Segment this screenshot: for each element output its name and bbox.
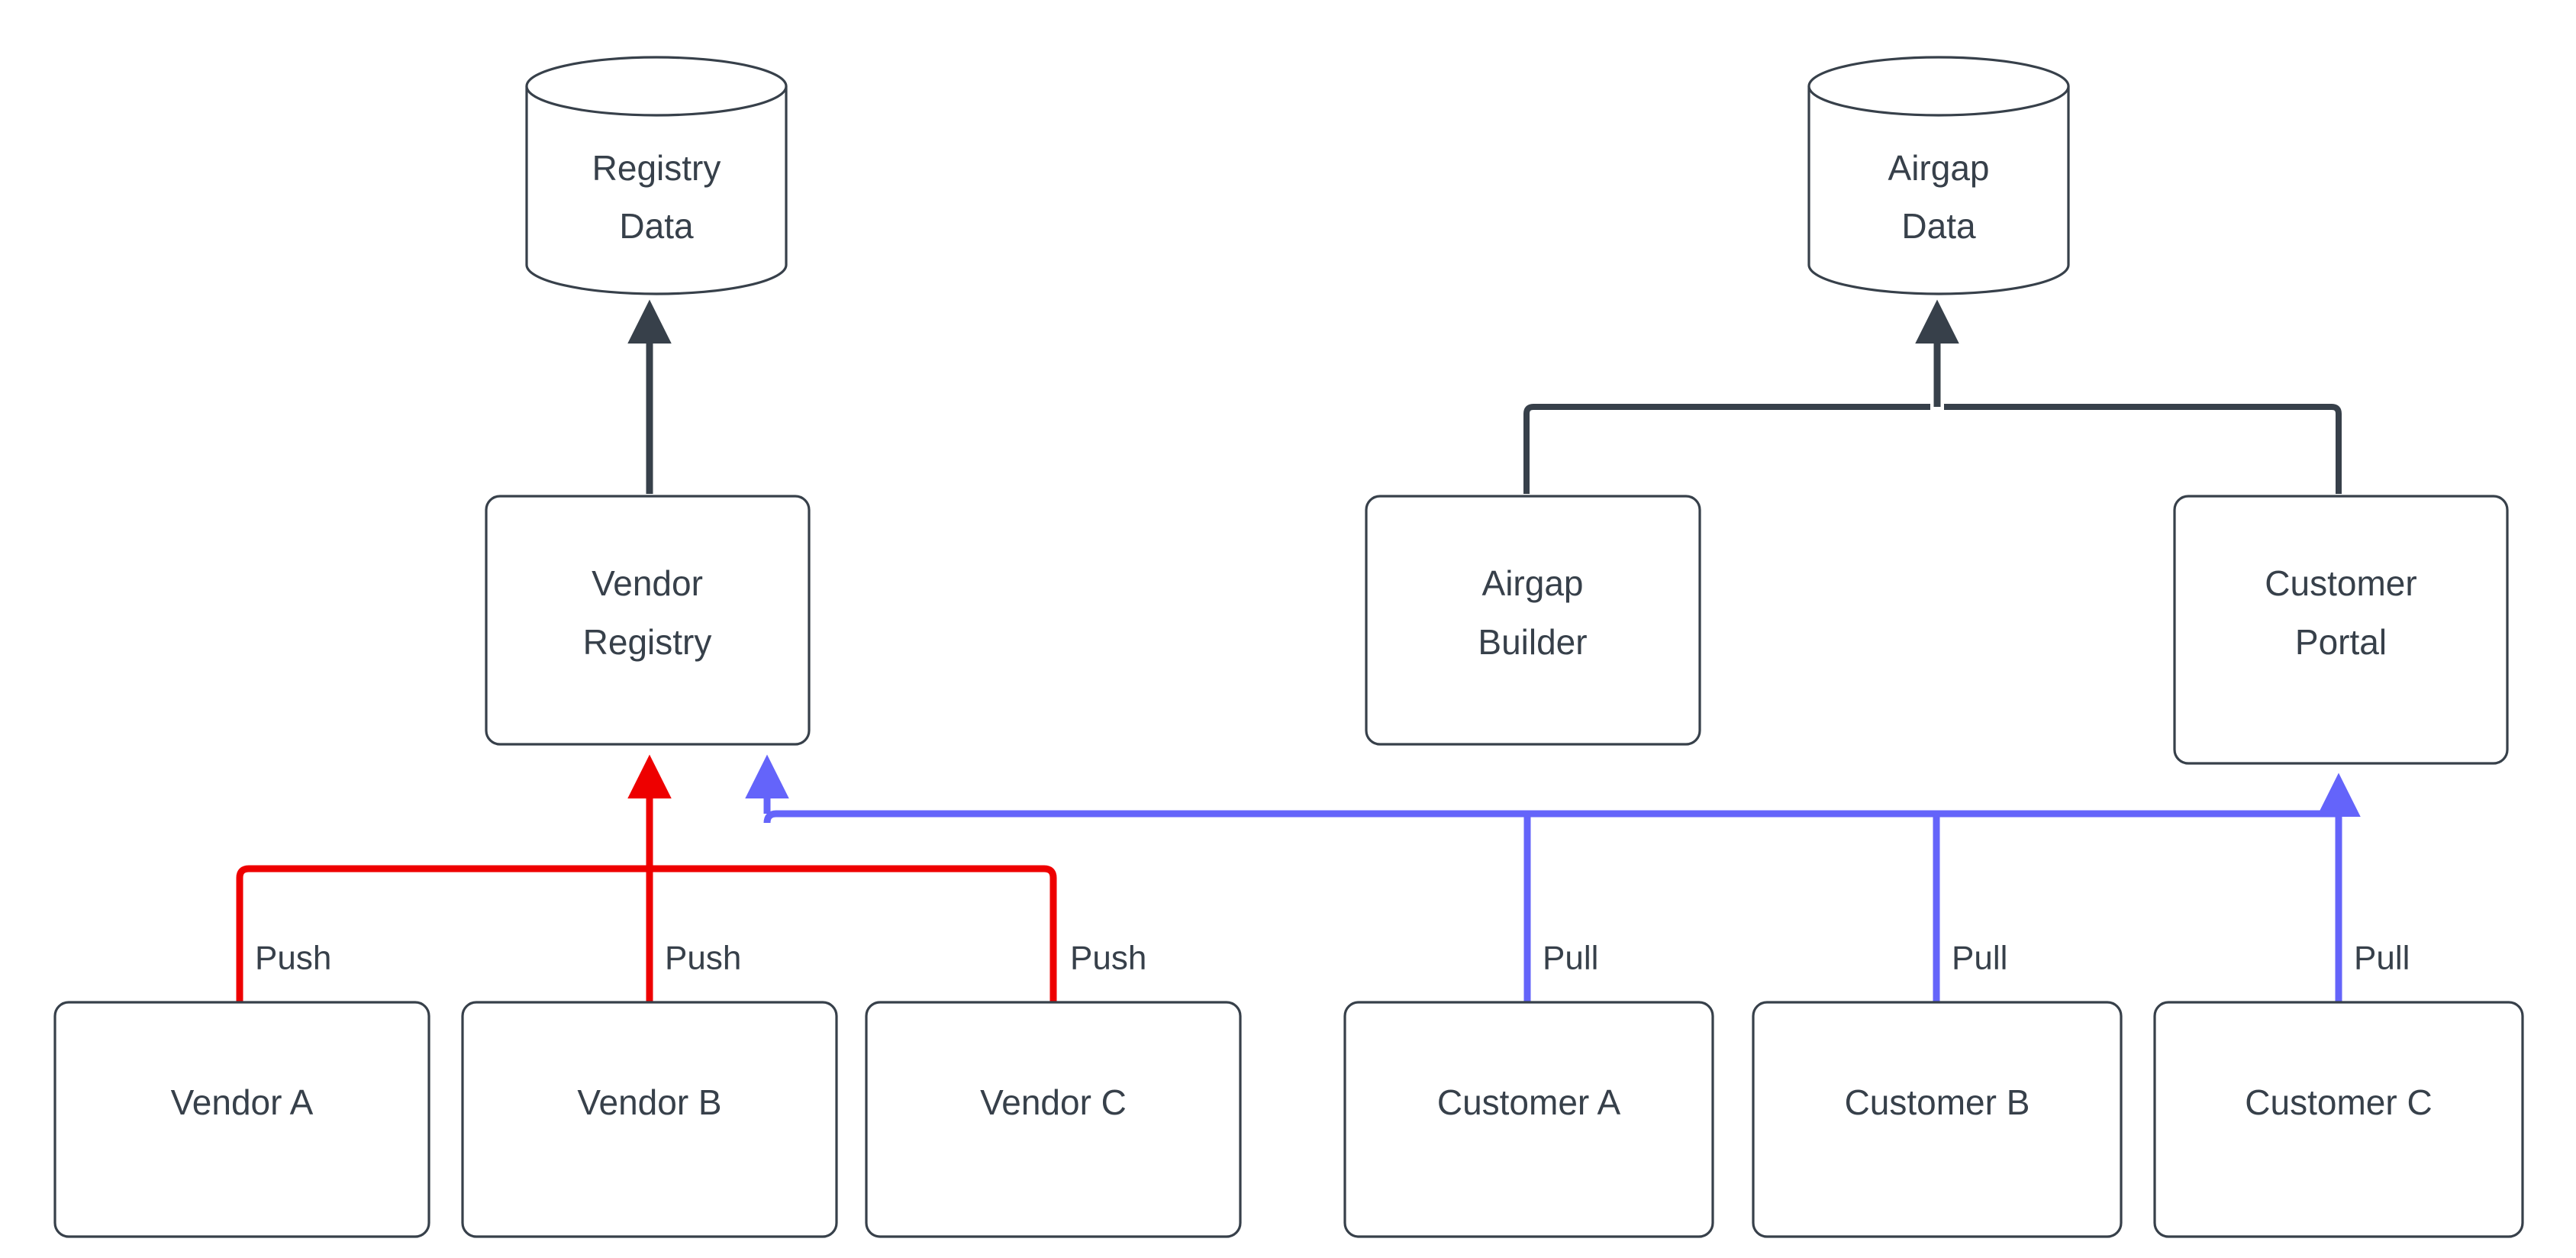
vendor-registry-label-line1: Vendor xyxy=(592,563,703,603)
airgap-builder-label-line1: Airgap xyxy=(1482,563,1584,603)
airgap-data-label-line1: Airgap xyxy=(1888,148,1990,188)
vendor-registry-label-line2: Registry xyxy=(583,622,712,662)
customer-c-box xyxy=(2153,1001,2524,1238)
edge-push-vendor-c xyxy=(650,865,1057,1002)
customer-a-label: Customer A xyxy=(1437,1082,1621,1122)
customer-portal-box xyxy=(2173,495,2509,765)
registry-data-label-line1: Registry xyxy=(592,148,721,188)
datastore-registry-data[interactable]: Registry Data xyxy=(525,56,788,295)
customer-c-label: Customer C xyxy=(2245,1082,2432,1122)
vendor-registry-box xyxy=(485,495,811,746)
airgap-data-label-line2: Data xyxy=(1901,206,1976,246)
airgap-data-cylinder-body xyxy=(1807,86,2070,295)
actor-vendor-c[interactable]: Vendor C xyxy=(865,1001,1242,1238)
customer-b-label: Customer B xyxy=(1845,1082,2030,1122)
service-vendor-registry[interactable]: Vendor Registry xyxy=(485,495,811,746)
airgap-builder-box xyxy=(1365,495,1701,746)
vendor-c-label: Vendor C xyxy=(980,1082,1127,1122)
registry-data-cylinder-top xyxy=(525,56,788,117)
vendor-a-label: Vendor A xyxy=(171,1082,314,1122)
customer-b-box xyxy=(1752,1001,2123,1238)
edge-label-pull-customer-a: Pull xyxy=(1543,940,1598,977)
edge-pull-trunk xyxy=(763,810,2339,824)
edge-customer-portal-to-airgap-data xyxy=(1944,404,2342,494)
edge-push-vendor-a xyxy=(236,865,650,1002)
actor-customer-c[interactable]: Customer C xyxy=(2153,1001,2524,1238)
service-airgap-builder[interactable]: Airgap Builder xyxy=(1365,495,1701,746)
actor-vendor-a[interactable]: Vendor A xyxy=(53,1001,430,1238)
vendor-b-box xyxy=(461,1001,838,1238)
vendor-c-box xyxy=(865,1001,1242,1238)
edge-label-push-vendor-c: Push xyxy=(1070,940,1146,977)
edge-label-pull-customer-c: Pull xyxy=(2354,940,2410,977)
vendor-b-label: Vendor B xyxy=(577,1082,721,1122)
edge-airgap-builder-to-airgap-data xyxy=(1523,404,1930,494)
registry-data-cylinder-body xyxy=(525,86,788,295)
registry-data-label-line2: Data xyxy=(619,206,694,246)
edge-label-pull-customer-b: Pull xyxy=(1952,940,2007,977)
actor-customer-b[interactable]: Customer B xyxy=(1752,1001,2123,1238)
edge-label-push-vendor-a: Push xyxy=(255,940,331,977)
customer-portal-label-line1: Customer xyxy=(2265,563,2416,603)
actor-customer-a[interactable]: Customer A xyxy=(1343,1001,1714,1238)
vendor-a-box xyxy=(53,1001,430,1238)
datastore-airgap-data[interactable]: Airgap Data xyxy=(1807,56,2070,295)
customer-portal-label-line2: Portal xyxy=(2295,622,2387,662)
edge-label-push-vendor-b: Push xyxy=(665,940,741,977)
airgap-data-cylinder-top xyxy=(1807,56,2070,117)
customer-a-box xyxy=(1343,1001,1714,1238)
actor-vendor-b[interactable]: Vendor B xyxy=(461,1001,838,1238)
airgap-builder-label-line2: Builder xyxy=(1478,622,1587,662)
service-customer-portal[interactable]: Customer Portal xyxy=(2173,495,2509,765)
